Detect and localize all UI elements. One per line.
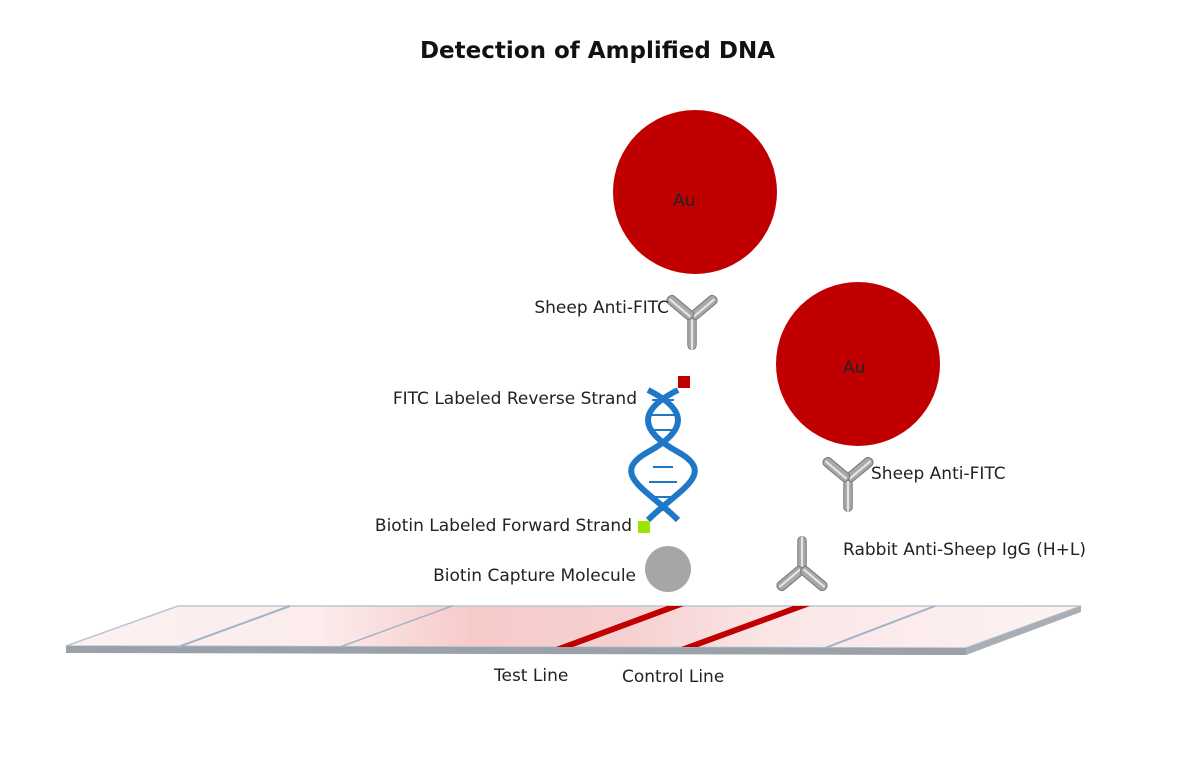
gold-nanoparticle-right <box>776 282 940 446</box>
pad-divider <box>177 605 291 648</box>
au-label-top: Au <box>673 191 696 211</box>
test-line-label: Test Line <box>494 666 569 686</box>
gold-nanoparticle-top <box>613 110 777 274</box>
fitc-reverse-strand-label: FITC Labeled Reverse Strand <box>392 389 637 409</box>
au-label-right: Au <box>843 358 866 378</box>
rabbit-anti-sheep-label: Rabbit Anti-Sheep IgG (H+L) <box>843 540 1086 560</box>
rabbit-anti-sheep-antibody <box>774 535 830 593</box>
fitc-marker <box>678 376 690 388</box>
dna-helix-icon <box>628 387 698 523</box>
page-title: Detection of Amplified DNA <box>419 38 776 64</box>
sheep-anti-fitc-label-left: Sheep Anti-FITC <box>534 298 669 318</box>
control-line-label: Control Line <box>622 667 725 687</box>
biotin-forward-strand-label: Biotin Labeled Forward Strand <box>374 516 632 536</box>
pad-divider <box>824 605 936 649</box>
sheep-anti-fitc-label-right: Sheep Anti-FITC <box>871 464 1006 484</box>
lateral-flow-strip <box>65 605 1082 655</box>
control-line-band <box>681 606 810 647</box>
biotin-marker <box>638 521 650 533</box>
biotin-capture-label: Biotin Capture Molecule <box>433 566 636 586</box>
pad-divider <box>339 605 453 648</box>
sheep-anti-fitc-antibody-left <box>664 293 720 351</box>
biotin-capture-molecule <box>645 546 691 592</box>
test-line-band <box>556 606 684 647</box>
sheep-anti-fitc-antibody-right <box>820 455 876 513</box>
